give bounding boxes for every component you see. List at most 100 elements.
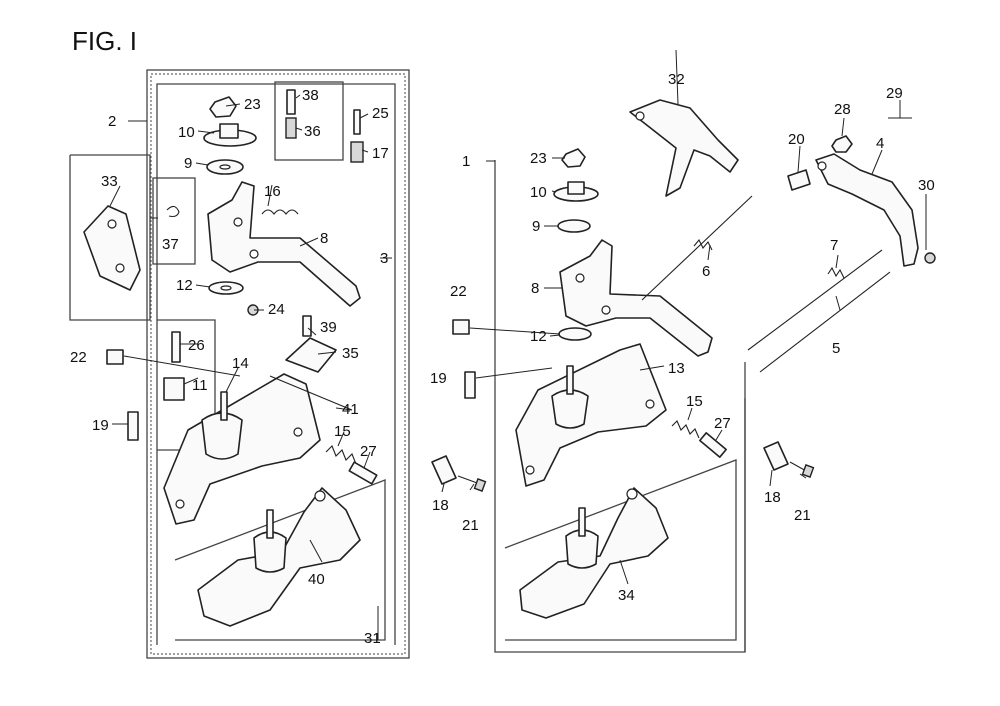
callout-5: 5 (832, 340, 840, 357)
callout-8-right: 8 (531, 280, 539, 297)
callout-40: 40 (308, 571, 325, 588)
assembly-frame-outer (146, 69, 410, 659)
callout-7: 7 (830, 237, 838, 254)
callout-39: 39 (320, 319, 337, 336)
callout-26: 26 (188, 337, 205, 354)
callout-37: 37 (162, 236, 179, 253)
bolt-27-right (699, 432, 727, 458)
callout-10-left: 10 (178, 124, 195, 141)
cap-18-left (431, 455, 457, 485)
bolt-38 (286, 89, 296, 115)
callout-22-left: 22 (70, 349, 87, 366)
callout-16: 16 (264, 183, 281, 200)
sub-frame-38 (274, 81, 344, 161)
callout-17: 17 (372, 145, 389, 162)
callout-4: 4 (876, 135, 884, 152)
callout-35: 35 (342, 345, 359, 362)
right-sub-frame-34 (504, 459, 737, 641)
nut-28 (831, 135, 853, 153)
figure-title: FIG. I (72, 26, 137, 56)
callout-9-left: 9 (184, 155, 192, 172)
washer-12-right (558, 327, 592, 341)
bolt-39 (302, 315, 312, 337)
callout-19-left: 19 (92, 417, 109, 434)
callout-31: 31 (364, 630, 381, 647)
sub-frame-37 (152, 177, 196, 265)
floating-parts (431, 99, 936, 492)
lower-boss-40 (253, 531, 287, 573)
callout-3: 3 (380, 250, 388, 267)
spring-6 (693, 239, 713, 251)
callout-25: 25 (372, 105, 389, 122)
spring-15-right (671, 420, 700, 439)
clip-37 (166, 205, 180, 218)
callout-18-left: 18 (432, 497, 449, 514)
rod-41 (269, 375, 353, 411)
bolt-22-left (106, 349, 124, 365)
bolt-27-left (348, 461, 378, 485)
governor-base-13 (515, 343, 667, 487)
callout-12-right: 12 (530, 328, 547, 345)
right-assembly (452, 148, 746, 653)
callout-6: 6 (702, 263, 710, 280)
spring-7 (827, 266, 845, 279)
callout-8-left: 8 (320, 230, 328, 247)
callout-labels: 2 33 23 10 9 16 37 8 12 24 38 36 25 17 3… (70, 71, 935, 647)
bolt-25 (353, 109, 361, 135)
bracket-33 (83, 205, 141, 291)
callout-27-right: 27 (714, 415, 731, 432)
governor-boss-13 (551, 389, 589, 429)
callout-41: 41 (342, 401, 359, 418)
callout-27-left: 27 (360, 443, 377, 460)
sub-frame-33 (69, 154, 151, 321)
nut-30 (924, 252, 936, 264)
callout-14: 14 (232, 355, 249, 372)
knob-20 (787, 169, 811, 191)
stud-14 (220, 391, 228, 421)
lock-nut-23-right (561, 148, 586, 168)
spring-15-left (325, 445, 357, 465)
governor-base-14 (163, 373, 321, 525)
callout-21-right: 21 (794, 507, 811, 524)
callout-32: 32 (668, 71, 685, 88)
bolt-26 (171, 331, 181, 363)
spring-36 (285, 117, 297, 139)
washer-9-right (557, 219, 591, 233)
callout-15-left: 15 (334, 423, 351, 440)
left-assembly-parts (83, 89, 378, 627)
callout-33: 33 (101, 173, 118, 190)
callout-29: 29 (886, 85, 903, 102)
callout-36: 36 (304, 123, 321, 140)
rod-5 (759, 271, 891, 373)
left-assembly-frames (69, 69, 410, 659)
callout-2: 2 (108, 113, 116, 130)
sub-frame-40 (174, 479, 386, 641)
lever-4 (815, 153, 919, 267)
callout-28: 28 (834, 101, 851, 118)
lower-stud-40 (266, 509, 274, 539)
callout-10-right: 10 (530, 184, 547, 201)
callout-1: 1 (462, 153, 470, 170)
lower-base-34 (519, 487, 669, 619)
cap-18-right (763, 441, 789, 471)
leader-lines (109, 49, 927, 640)
bolt-19-right (464, 371, 476, 399)
governor-boss-14 (201, 412, 243, 460)
collar-17 (350, 141, 364, 163)
callout-15-right: 15 (686, 393, 703, 410)
callout-19-right: 19 (430, 370, 447, 387)
callout-22-right: 22 (450, 283, 467, 300)
spring-rod-6 (641, 195, 753, 301)
lock-nut-23 (209, 96, 237, 118)
control-lever-8-right (559, 239, 713, 357)
callout-23-right: 23 (530, 150, 547, 167)
callout-23-left: 23 (244, 96, 261, 113)
callout-9-right: 9 (532, 218, 540, 235)
rod-7 (747, 249, 883, 351)
bolt-19-left (127, 411, 139, 441)
callout-38: 38 (302, 87, 319, 104)
callout-30: 30 (918, 177, 935, 194)
callout-20: 20 (788, 131, 805, 148)
lever-32 (629, 99, 739, 197)
callout-21-left: 21 (462, 517, 479, 534)
